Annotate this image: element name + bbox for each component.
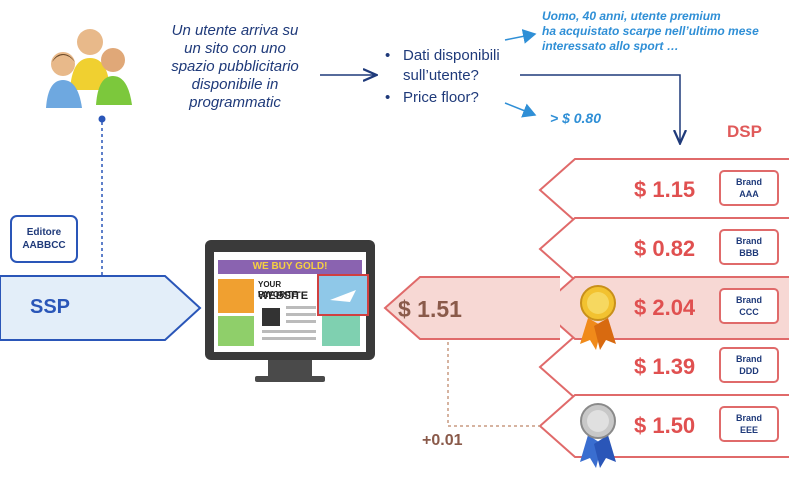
silver-medal-icon xyxy=(580,403,616,468)
note-line: interessato allo sport … xyxy=(542,39,679,53)
bid-price-eee: $ 1.50 xyxy=(634,413,696,438)
note-arrow xyxy=(504,28,537,44)
brand-code: DDD xyxy=(739,366,759,376)
question-user-data: Dati disponibili sull’utente? xyxy=(385,46,513,86)
bid-price-ddd: $ 1.39 xyxy=(634,354,696,379)
note-line: ha acquistato scarpe nell’ultimo mese xyxy=(542,24,759,38)
questions-list: Dati disponibili sull’utente? Price floo… xyxy=(385,46,513,108)
brand-box-bbb: Brand BBB xyxy=(719,229,779,265)
gold-medal-icon xyxy=(580,285,616,350)
price-floor-value: > $ 0.80 xyxy=(550,110,601,126)
user-profile-note: Uomo, 40 anni, utente premium ha acquist… xyxy=(542,9,787,54)
brand-box-eee: Brand EEE xyxy=(719,406,779,442)
brand-label: Brand xyxy=(735,236,762,246)
brand-code: BBB xyxy=(739,248,759,258)
editor-label: Editore xyxy=(26,227,62,238)
second-price-dashed-line xyxy=(447,342,540,427)
intro-line: spazio pubblicitario xyxy=(171,58,299,75)
brand-box-ccc: Brand CCC xyxy=(719,288,779,324)
brand-code: EEE xyxy=(739,425,758,435)
brand-label: Brand xyxy=(735,413,762,423)
monitor-icon xyxy=(205,240,375,382)
website-headline-1: YOUR FAVORITE xyxy=(258,280,298,299)
brand-label: Brand xyxy=(735,177,762,187)
bid-price-ccc: $ 2.04 xyxy=(634,295,696,320)
editor-code: AABBCC xyxy=(22,240,66,251)
bid-price-bbb: $ 0.82 xyxy=(634,236,696,261)
intro-text: Un utente arriva su un sito con uno spaz… xyxy=(150,22,320,112)
brand-box-ddd: Brand DDD xyxy=(719,347,779,383)
intro-line: un sito con uno xyxy=(184,40,286,57)
bid-price-aaa: $ 1.15 xyxy=(634,177,696,202)
brand-code: AAA xyxy=(739,189,759,199)
flow-arrow-to-dsp xyxy=(520,74,680,142)
user-dot xyxy=(98,115,106,123)
brand-box-aaa: Brand AAA xyxy=(719,170,779,206)
intro-line: Un utente arriva su xyxy=(171,22,299,39)
brand-label: Brand xyxy=(735,354,762,364)
ssp-label: SSP xyxy=(30,296,71,318)
question-price-floor: Price floor? xyxy=(385,88,513,108)
website-headline-2: WEBSITE xyxy=(258,290,309,302)
website-banner-text: WE BUY GOLD! xyxy=(252,261,328,272)
users-icon xyxy=(46,29,132,108)
brand-label: Brand xyxy=(735,295,762,305)
brand-code: CCC xyxy=(739,307,759,317)
winning-bid-chevron xyxy=(383,276,560,340)
intro-line: disponibile in xyxy=(191,76,279,93)
dsp-label: DSP xyxy=(727,122,762,141)
ssp-chevron xyxy=(0,275,202,341)
note-line: Uomo, 40 anni, utente premium xyxy=(542,9,721,23)
increment-label: +0.01 xyxy=(422,432,463,449)
winning-bid-price: $ 1.51 xyxy=(398,296,462,322)
intro-line: programmatic xyxy=(189,94,281,111)
editor-box: Editore AABBCC xyxy=(10,215,78,263)
